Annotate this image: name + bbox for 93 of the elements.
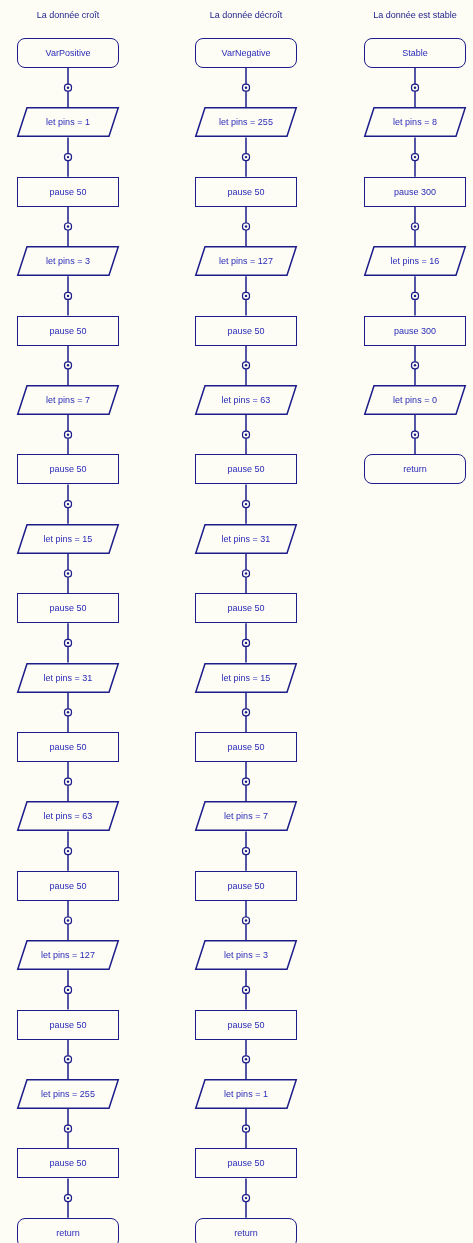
process-box (17, 1148, 119, 1179)
connector-line (241, 553, 251, 594)
node-text: pause 50 (49, 880, 87, 891)
node-text: let pins = 7 (224, 811, 268, 822)
terminal-box (17, 38, 119, 68)
node-text: pause 50 (227, 1158, 265, 1169)
node-text: let pins = 127 (41, 950, 95, 961)
node-text: let pins = 63 (43, 811, 93, 822)
connector-line (63, 275, 73, 317)
connector-line (241, 206, 251, 247)
process-box (364, 176, 466, 207)
connector-line (63, 1177, 73, 1219)
node-text: pause 50 (49, 325, 87, 336)
process-box (17, 593, 119, 624)
terminal-box (195, 1217, 297, 1243)
node-text: let pins = 31 (43, 672, 93, 683)
process-box (17, 454, 119, 485)
process-box (17, 870, 119, 901)
process-box (195, 870, 297, 901)
node-text: let pins = 3 (46, 256, 90, 267)
node-text: return (403, 464, 427, 475)
node-text: pause 50 (227, 742, 265, 752)
connector-line (63, 622, 73, 664)
column-heading: La donnée décroît (208, 10, 284, 20)
node-text: pause 50 (227, 1019, 265, 1030)
node-text: pause 50 (49, 464, 87, 475)
process-box (195, 315, 297, 346)
node-text: let pins = 255 (41, 1089, 95, 1099)
node-text: let pins = 8 (393, 117, 437, 128)
connector-line (241, 275, 251, 317)
process-box (17, 176, 119, 207)
node-text: pause 50 (227, 464, 265, 475)
connector-line (63, 553, 73, 594)
connector-line (63, 206, 73, 247)
node-text: pause 50 (49, 603, 87, 614)
node-text: pause 50 (49, 1019, 87, 1030)
node-text: VarNegative (221, 48, 271, 58)
connector-line (241, 1177, 251, 1219)
process-box (17, 1009, 119, 1040)
connector-line (63, 830, 73, 872)
connector-line (241, 136, 251, 178)
connector-line (241, 969, 251, 1011)
node-text: pause 50 (49, 742, 87, 752)
connector-line (63, 969, 73, 1011)
node-text: pause 300 (393, 186, 436, 197)
terminal-box (364, 38, 466, 68)
connector-line (410, 275, 420, 317)
connector-line (241, 900, 251, 941)
connector-line (241, 622, 251, 664)
process-box (195, 1148, 297, 1179)
node-text: let pins = 1 (224, 1089, 268, 1099)
connector-line (63, 136, 73, 178)
node-text: let pins = 63 (221, 395, 271, 405)
process-box (195, 176, 297, 207)
connector-line (241, 830, 251, 872)
column-heading: La donnée est stable (372, 10, 458, 20)
node-text: VarPositive (45, 48, 91, 58)
node-text: let pins = 255 (219, 117, 273, 128)
node-text: return (234, 1227, 258, 1238)
node-text: pause 50 (49, 1158, 87, 1169)
node-text: pause 50 (49, 186, 87, 197)
node-text: let pins = 31 (221, 533, 271, 544)
node-text: let pins = 127 (219, 256, 273, 267)
node-text: let pins = 3 (224, 950, 268, 961)
column-heading: La donnée croît (35, 10, 101, 20)
connector-line (241, 483, 251, 525)
process-box (195, 732, 297, 762)
process-box (195, 1009, 297, 1040)
node-text: pause 50 (227, 880, 265, 891)
node-text: pause 300 (393, 325, 436, 336)
node-text: let pins = 15 (221, 672, 271, 683)
node-text: pause 50 (227, 186, 265, 197)
node-text: let pins = 1 (46, 117, 90, 128)
node-text: pause 50 (227, 603, 265, 614)
connector-line (63, 483, 73, 525)
terminal-box (17, 1217, 119, 1243)
connector-line (410, 206, 420, 247)
node-text: Stable (402, 48, 428, 58)
terminal-box (364, 454, 466, 485)
terminal-box (195, 38, 297, 68)
node-text: pause 50 (227, 325, 265, 336)
process-box (17, 732, 119, 762)
connector-line (410, 136, 420, 178)
node-text: let pins = 15 (43, 533, 93, 544)
process-box (17, 315, 119, 346)
node-text: return (56, 1227, 80, 1238)
process-box (195, 454, 297, 485)
connector-line (63, 900, 73, 941)
process-box (364, 315, 466, 346)
node-text: let pins = 16 (390, 256, 440, 267)
node-text: let pins = 7 (46, 395, 90, 405)
node-text: let pins = 0 (393, 395, 437, 405)
process-box (195, 593, 297, 624)
